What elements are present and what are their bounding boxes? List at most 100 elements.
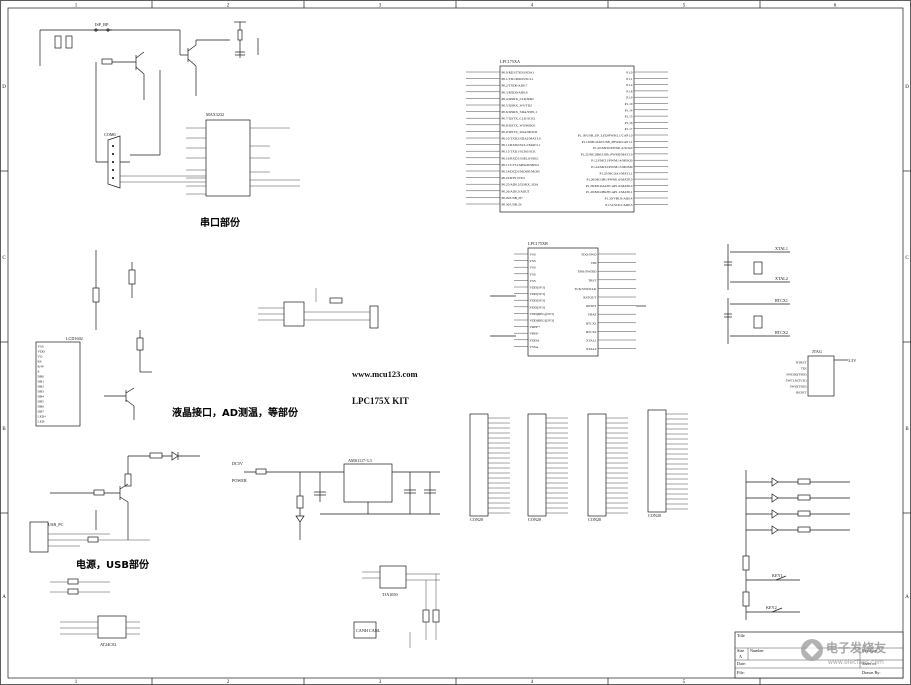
isp-label: ISP_BP xyxy=(95,22,109,27)
pin-label: P0.2/TXD0/AD0.7 xyxy=(502,84,528,88)
row-markers-left: D C B A xyxy=(2,85,6,600)
col-marker: 2 xyxy=(227,4,230,9)
size-label: Size xyxy=(737,648,744,653)
col-marker: 1 xyxy=(75,4,78,9)
power-jack-label: POWER xyxy=(232,478,247,483)
row-marker: B xyxy=(905,427,909,432)
con20-2-label: CON20 xyxy=(528,517,541,522)
pin-label: P0.6/I2SRX_SDA/SSEL1 xyxy=(502,110,538,114)
pin-label: P1.4 xyxy=(626,83,632,87)
col-marker: 6 xyxy=(834,4,837,9)
lpc175xa-chip: LPC175XA P0.0/RD1/TXD3/SDA1P0.1/TD1/RXD3… xyxy=(466,59,668,213)
pin-label: P1.31/SCK1/AD0.5 xyxy=(605,203,632,207)
pin-label: RESET xyxy=(796,391,807,395)
pin-label: VDD(3V3) xyxy=(530,286,545,290)
lpc-b-name: LPC175XB xyxy=(528,241,548,246)
pin-label: RSTOUT xyxy=(583,296,597,300)
pin-label: P1.9 xyxy=(626,96,632,100)
jtag-connector: JTAG NTRSTTDISWDIO(TMS)SWCLK(TCK)SWO(TDO… xyxy=(786,349,856,397)
lpc-a-right-pins: P1.0P1.1P1.4P1.8P1.9P1.10P1.14P1.15P1.16… xyxy=(578,71,668,207)
pin-label: P1.10 xyxy=(625,102,633,106)
pin-label: DB7 xyxy=(38,410,45,414)
col-marker: 5 xyxy=(683,680,686,685)
column-markers-top: 1 2 3 4 5 6 xyxy=(75,4,837,9)
pin-label: XTAL2 xyxy=(586,347,597,351)
pin-label: LED+ xyxy=(38,415,47,419)
pin-label: P1.20/MCI0/PWM1.2/SCK0 xyxy=(593,146,633,150)
pin-label: P0.18/DCD1/MOSI0/MOSI xyxy=(502,170,541,174)
pin-label: DB0 xyxy=(38,375,45,379)
revision-label: Revision xyxy=(862,648,878,653)
svg-text:www.elecfans.com: www.elecfans.com xyxy=(828,659,884,666)
row-marker: A xyxy=(905,595,909,600)
jtag-name: JTAG xyxy=(812,349,822,354)
lpc-b-right-pins: TDO/SWOTDITMS/SWDIOTRSTTCK/SWDCLKRSTOUTR… xyxy=(574,253,636,351)
pin-label: P0.17/CTS1/MISO0/MISO xyxy=(502,163,540,167)
title-label: Title xyxy=(737,633,745,638)
row-marker: D xyxy=(905,85,909,90)
pin-label: P1.17 xyxy=(625,127,633,131)
row-marker: C xyxy=(905,256,909,261)
crystal-section: XTAL1 XTAL2 RTCX1 RTCX2 xyxy=(724,244,790,344)
pin-label: P0.29/USB_D+ xyxy=(502,196,524,200)
pin-label: P0.5/I2SRX_WS/TD2 xyxy=(502,104,533,108)
pin-label: P1.16 xyxy=(625,121,633,125)
pin-label: P1.8 xyxy=(626,89,632,93)
usb-port-label: USB_PC xyxy=(48,522,64,527)
website-url: www.mcu123.com xyxy=(352,369,418,379)
col-marker: 3 xyxy=(379,4,382,9)
eeprom-name: AT24C02 xyxy=(100,642,116,647)
pin-label: P0.15/TXD1/SCK0/SCK xyxy=(502,150,537,154)
pin-label: VSSA xyxy=(530,345,539,349)
pin-label: DB3 xyxy=(38,390,45,394)
pin-label: VDDA xyxy=(530,338,540,342)
pin-label: P0.4/I2SRX_CLK/RD2 xyxy=(502,97,535,101)
con20-headers: CON20 CON20 CON20 CON20 xyxy=(469,409,688,522)
can-bus-label: CANH CANL xyxy=(356,628,381,633)
pin-label: DB2 xyxy=(38,385,45,389)
pin-label: DB1 xyxy=(38,380,45,384)
pin-label: LED- xyxy=(38,420,46,424)
pin-label: VSS xyxy=(530,266,536,270)
pin-label: R/W xyxy=(38,365,45,369)
pin-label: VSS xyxy=(530,253,536,257)
pin-label: P0.16/RXD1/SSEL0/SSEL xyxy=(502,156,539,160)
svg-text:电子发烧友: 电子发烧友 xyxy=(826,640,886,655)
uart-bridge xyxy=(258,288,379,329)
rtcx1-label: RTCX1 xyxy=(775,298,788,303)
pin-label: P1.25/MCOA1/MAT1.1 xyxy=(600,171,633,175)
max3232-chip: MAX3232 xyxy=(120,112,300,197)
con20-1-label: CON20 xyxy=(470,517,483,522)
row-marker: B xyxy=(2,427,6,432)
con20-3-label: CON20 xyxy=(588,517,601,522)
pin-label: P0.9/I2STX_SDA/MOSI1 xyxy=(502,130,538,134)
col-marker: 2 xyxy=(227,680,230,685)
pin-label: DB6 xyxy=(38,405,45,409)
pin-label: P1.18/USB_UP_LED/PWM1.1/CAP1.0 xyxy=(578,134,633,138)
pin-label: VSS xyxy=(38,345,44,349)
pin-label: DB5 xyxy=(38,400,45,404)
row-marker: D xyxy=(2,85,6,90)
pin-label: P0.30/USB_D- xyxy=(502,203,523,207)
serial-section-title: 串口部份 xyxy=(200,216,241,229)
pin-label: VREF- xyxy=(530,332,540,336)
pin-label: TDI xyxy=(801,367,808,371)
pin-label: P1.15 xyxy=(625,115,633,119)
col-marker: 3 xyxy=(379,680,382,685)
pin-label: TCK/SWDCLK xyxy=(574,287,597,291)
key2-label: KEY2 xyxy=(766,605,777,610)
col-marker: 4 xyxy=(531,4,534,9)
pin-label: P1.14 xyxy=(625,108,633,112)
rtcx2-label: RTCX2 xyxy=(775,330,788,335)
pin-label: VDD(3V3) xyxy=(530,292,545,296)
pin-label: P1.22/MCOB0/USB_PWRD/MAT1.0 xyxy=(581,152,633,156)
pin-label: TMS/SWDIO xyxy=(577,270,597,274)
row-marker: C xyxy=(2,256,6,261)
pin-label: RESET xyxy=(586,304,597,308)
pin-label: VSS xyxy=(530,259,536,263)
pin-label: P0.8/I2STX_WS/MISO1 xyxy=(502,123,536,127)
pin-label: RTCX2 xyxy=(586,330,597,334)
eeprom-chip: AT24C02 xyxy=(50,578,140,647)
pin-label: E xyxy=(38,370,40,374)
